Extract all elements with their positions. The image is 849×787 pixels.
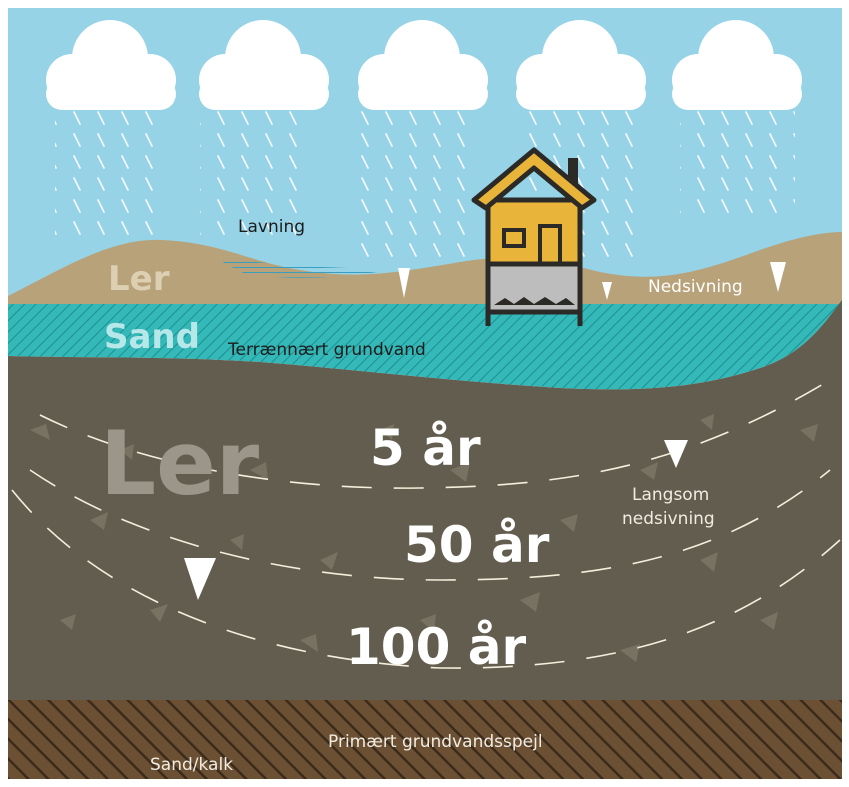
cloud-icon <box>199 20 329 110</box>
clay-deep-layer <box>8 300 842 700</box>
label-langsom-2: nedsivning <box>622 509 715 529</box>
clay-top-layer <box>8 232 842 320</box>
cloud-icon <box>358 20 488 110</box>
time-marker-5: 5 år <box>370 419 481 477</box>
label-lavning: Lavning <box>238 217 305 237</box>
time-marker-50: 50 år <box>404 516 550 574</box>
clay-speckles <box>30 414 818 662</box>
sand-kalk-layer <box>8 700 842 779</box>
label-sand-top: Sand <box>104 317 200 357</box>
sand-layer <box>8 300 842 390</box>
travel-time-contours <box>11 379 841 669</box>
label-terraennaert: Terrænnært grundvand <box>227 340 426 360</box>
time-marker-100: 100 år <box>346 618 527 676</box>
house-icon <box>471 147 597 326</box>
clouds <box>46 20 802 110</box>
cloud-icon <box>46 20 176 110</box>
label-langsom-1: Langsom <box>632 485 709 505</box>
cloud-icon <box>516 20 646 110</box>
down-arrow-icon <box>184 262 786 600</box>
label-sand-kalk: Sand/kalk <box>150 755 233 775</box>
pond <box>215 258 400 278</box>
label-nedsivning: Nedsivning <box>648 277 743 297</box>
label-ler-big: Ler <box>100 412 260 515</box>
label-ler-top: Ler <box>108 259 170 299</box>
label-primaert: Primært grundvandsspejl <box>328 732 543 752</box>
cloud-icon <box>672 20 802 110</box>
